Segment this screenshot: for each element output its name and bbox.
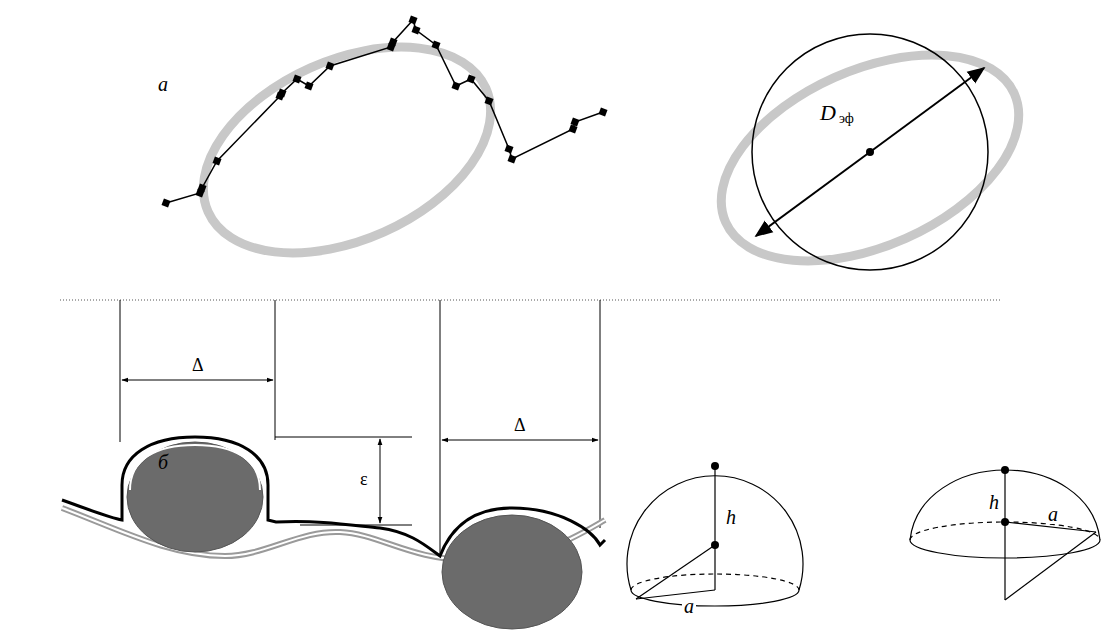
radius-label: a <box>682 596 696 616</box>
center-dot <box>866 148 874 156</box>
dimension-label: ε <box>358 470 370 488</box>
coating <box>130 445 260 490</box>
dimension-label: Δ <box>190 356 206 374</box>
trace-point <box>412 26 421 35</box>
dimension-label: Δ <box>512 416 528 434</box>
trace-points <box>162 16 608 208</box>
dimension-label: D <box>818 102 838 124</box>
trace-point <box>432 41 441 50</box>
point <box>711 541 719 549</box>
particle <box>442 515 582 629</box>
panel-letter: а <box>158 74 168 94</box>
trace-point <box>467 75 476 84</box>
trace-point <box>162 199 171 208</box>
dimension-arrow <box>380 439 381 523</box>
trace-point <box>305 82 314 91</box>
diameter-arrow <box>870 68 984 152</box>
height-label: h <box>987 492 1001 512</box>
dimension-arrow <box>442 440 598 441</box>
trace-point <box>599 108 608 117</box>
radius-label: a <box>1046 504 1060 524</box>
particle-contour <box>172 6 523 294</box>
coating <box>62 437 605 556</box>
dimension-arrow <box>122 380 273 381</box>
panel-letter: б <box>158 452 168 472</box>
reference-line <box>60 300 1000 301</box>
traced-outline <box>166 20 603 203</box>
trace-point <box>485 97 494 106</box>
height-label: h <box>724 507 738 527</box>
trace-point <box>326 62 335 71</box>
trace-point <box>452 82 461 91</box>
point <box>1001 518 1009 526</box>
geometry-lines <box>1005 470 1096 600</box>
trace-point <box>571 118 580 127</box>
trace-point <box>293 75 302 84</box>
geometry-lines <box>636 466 715 599</box>
particle <box>127 442 263 552</box>
trace-point <box>213 157 222 166</box>
trace-point <box>278 89 287 98</box>
trace-point <box>505 145 514 154</box>
trace-point <box>508 155 517 164</box>
particle-contour <box>690 13 1050 302</box>
trace-point <box>409 16 418 25</box>
sphere-base <box>631 590 799 606</box>
point <box>1001 466 1009 474</box>
trace-point <box>389 38 398 47</box>
trace-point <box>198 184 207 193</box>
equivalent-circle <box>752 34 988 270</box>
diameter-arrow <box>756 152 870 236</box>
subscript: эф <box>837 112 856 126</box>
point <box>711 462 719 470</box>
